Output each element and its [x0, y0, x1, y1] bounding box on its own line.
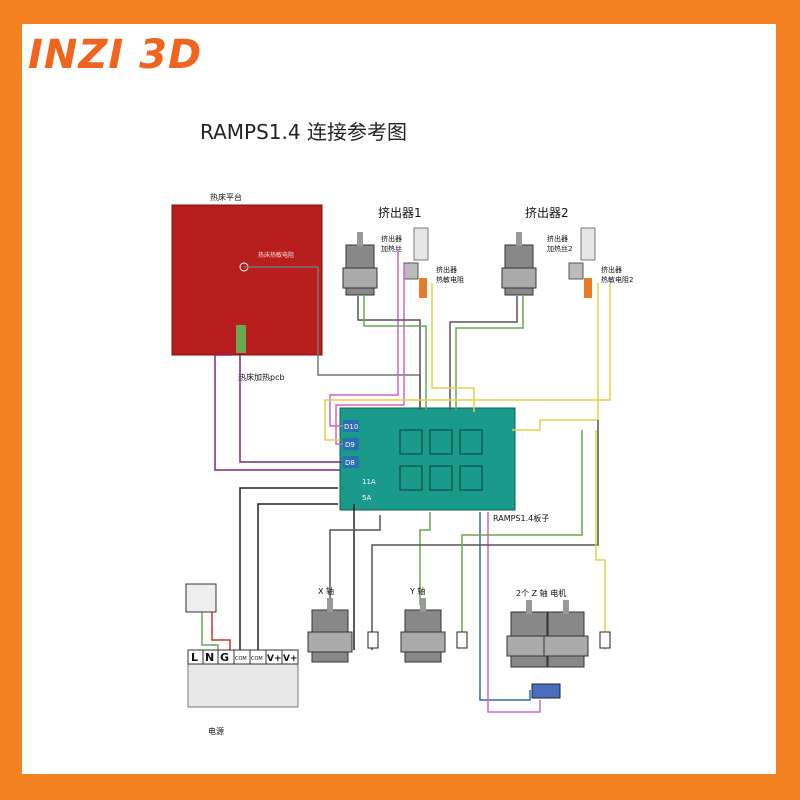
- extruder1-motor-icon: [342, 232, 378, 296]
- power-switch-icon: [185, 583, 217, 613]
- z-motor-1-icon: [506, 600, 552, 668]
- heatbed: [171, 204, 323, 356]
- z-motor-2-icon: [543, 600, 589, 668]
- extruder1-heater-icon: [403, 262, 419, 280]
- diagram-title: RAMPS1.4 连接参考图: [200, 120, 407, 144]
- canvas-background: [22, 24, 776, 774]
- x-axis-label: X 轴: [318, 586, 334, 596]
- extruder1-hotend-icon: [413, 227, 429, 261]
- x-endstop-icon: [367, 631, 379, 649]
- terminal-d8-label: D8: [345, 459, 355, 467]
- psu-terminal-v1: V+: [267, 654, 282, 664]
- psu-terminal-l: L: [191, 651, 198, 664]
- wires: [201, 250, 611, 713]
- extruder2-motor-icon: [501, 232, 537, 296]
- psu-terminal-g: G: [220, 651, 229, 664]
- stepper-driver-slots: [399, 429, 483, 491]
- ramps-board-label: RAMPS1.4板子: [493, 513, 549, 523]
- z-axis-label: 2个 Z 轴 电机: [516, 588, 566, 598]
- y-axis-label: Y 轴: [409, 586, 425, 596]
- heatbed-connector-icon: [236, 325, 246, 353]
- extruder1-nozzle-icon: [419, 278, 427, 298]
- heater1-line1: 挤出器: [381, 234, 402, 243]
- terminal-d8: [343, 456, 359, 468]
- extruder1-heater-label: 挤出器加热丝: [381, 234, 402, 253]
- terminal-d9: [343, 438, 359, 450]
- ramps-board: [339, 407, 516, 511]
- psu-terminal-v2: V+: [283, 654, 298, 664]
- terminal-d10: [343, 420, 359, 432]
- psu-terminal-com2: COM: [251, 656, 263, 662]
- extruder1-label: 挤出器1: [378, 205, 422, 220]
- heater1-line2: 加热丝: [381, 244, 402, 253]
- psu-terminal-row: L N G COM COM V+ V+: [187, 649, 299, 665]
- heatbed-label: 热床平台: [210, 192, 242, 202]
- terminal-11a-label: 11A: [362, 478, 376, 486]
- extruder2-hotend-icon: [580, 227, 596, 261]
- extruder2-label: 挤出器2: [525, 205, 569, 220]
- heatbed-thermistor-label: 热床热敏电阻: [258, 251, 294, 259]
- psu-terminal-n: N: [205, 651, 214, 664]
- z-motor-connector-icon: [531, 683, 561, 699]
- extruder2-heater-label: 挤出器加热丝2: [547, 234, 572, 253]
- heatbed-pcb-label: 热床加热pcb: [238, 372, 285, 382]
- y-endstop-icon: [456, 631, 468, 649]
- psu-label: 电源: [208, 726, 224, 736]
- extruder2-nozzle-icon: [584, 278, 592, 298]
- extruder2-therm-label: 挤出器热敏电阻2: [601, 265, 633, 284]
- z-endstop-icon: [599, 631, 611, 649]
- terminal-d9-label: D9: [345, 441, 355, 449]
- terminal-d10-label: D10: [344, 423, 358, 431]
- extruder2-heater-icon: [568, 262, 584, 280]
- y-motor-icon: [400, 598, 446, 663]
- extruder1-therm-label: 挤出器热敏电阻: [436, 265, 464, 284]
- terminal-5a-label: 5A: [362, 494, 371, 502]
- x-motor-icon: [307, 598, 353, 663]
- psu-terminal-com1: COM: [235, 656, 247, 662]
- brand-logo: INZI 3D: [28, 32, 203, 78]
